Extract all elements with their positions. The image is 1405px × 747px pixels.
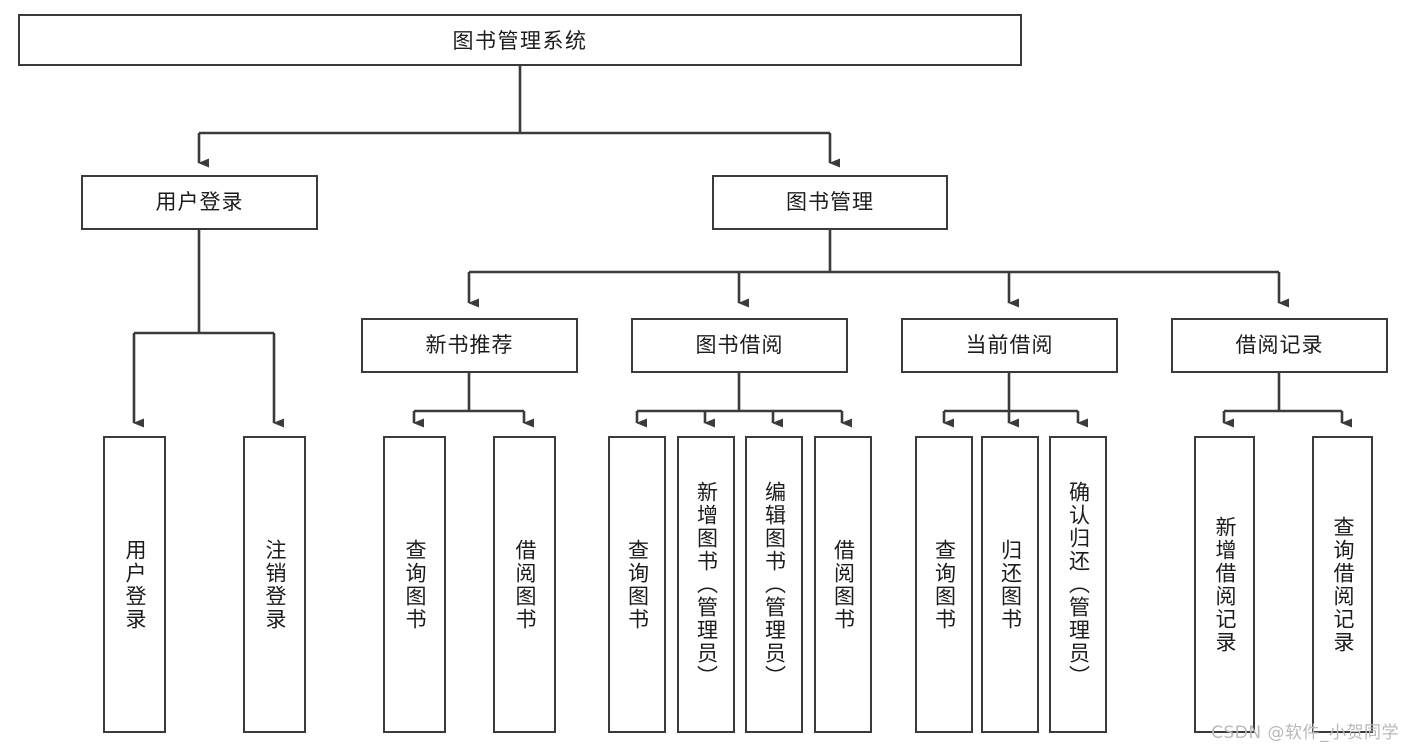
node-book-borrow[interactable]: 图书借阅 <box>631 318 848 373</box>
leaf-borrow-book[interactable]: 借阅图书 <box>814 436 872 733</box>
node-root-system[interactable]: 图书管理系统 <box>18 14 1022 66</box>
node-label: 查询图书 <box>402 538 427 631</box>
leaf-query-book-current[interactable]: 查询图书 <box>915 436 973 733</box>
node-borrow-record[interactable]: 借阅记录 <box>1171 318 1388 373</box>
node-user-login[interactable]: 用户登录 <box>81 175 318 230</box>
leaf-user-login[interactable]: 用户登录 <box>103 436 166 733</box>
node-label: 借阅记录 <box>1235 332 1324 357</box>
leaf-confirm-return-admin[interactable]: 确认归还（管理员） <box>1049 436 1107 733</box>
node-label: 借阅图书 <box>831 538 856 631</box>
node-label: 图书借阅 <box>695 332 784 357</box>
node-label: 注销登录 <box>262 538 287 631</box>
node-label: 用户登录 <box>122 538 147 631</box>
node-label: 图书管理系统 <box>452 29 588 53</box>
node-label: 归还图书 <box>998 538 1023 631</box>
leaf-query-book-new[interactable]: 查询图书 <box>383 436 446 733</box>
node-label: 用户登录 <box>155 189 244 214</box>
leaf-logout[interactable]: 注销登录 <box>243 436 306 733</box>
leaf-query-book-borrow[interactable]: 查询图书 <box>608 436 666 733</box>
node-book-management[interactable]: 图书管理 <box>712 175 948 230</box>
watermark-csdn: CSDN @软件_小贺同学 <box>1211 723 1399 743</box>
node-new-book-recommend[interactable]: 新书推荐 <box>361 318 578 373</box>
node-label: 新书推荐 <box>425 332 514 357</box>
leaf-return-book[interactable]: 归还图书 <box>981 436 1039 733</box>
node-label: 新增借阅记录 <box>1212 515 1237 654</box>
leaf-query-borrow-record[interactable]: 查询借阅记录 <box>1312 436 1373 733</box>
node-label: 图书管理 <box>786 189 874 214</box>
node-label: 查询借阅记录 <box>1330 515 1355 654</box>
node-label: 确认归还（管理员） <box>1066 481 1091 688</box>
node-label: 查询图书 <box>932 538 957 631</box>
node-label: 编辑图书（管理员） <box>762 481 787 688</box>
node-label: 借阅图书 <box>512 538 537 631</box>
leaf-add-book-admin[interactable]: 新增图书（管理员） <box>677 436 735 733</box>
node-label: 查询图书 <box>625 538 650 631</box>
node-current-borrow[interactable]: 当前借阅 <box>901 318 1118 373</box>
leaf-add-borrow-record[interactable]: 新增借阅记录 <box>1194 436 1255 733</box>
node-label: 新增图书（管理员） <box>694 481 719 688</box>
leaf-edit-book-admin[interactable]: 编辑图书（管理员） <box>745 436 803 733</box>
node-label: 当前借阅 <box>965 332 1054 357</box>
leaf-borrow-book-new[interactable]: 借阅图书 <box>493 436 556 733</box>
